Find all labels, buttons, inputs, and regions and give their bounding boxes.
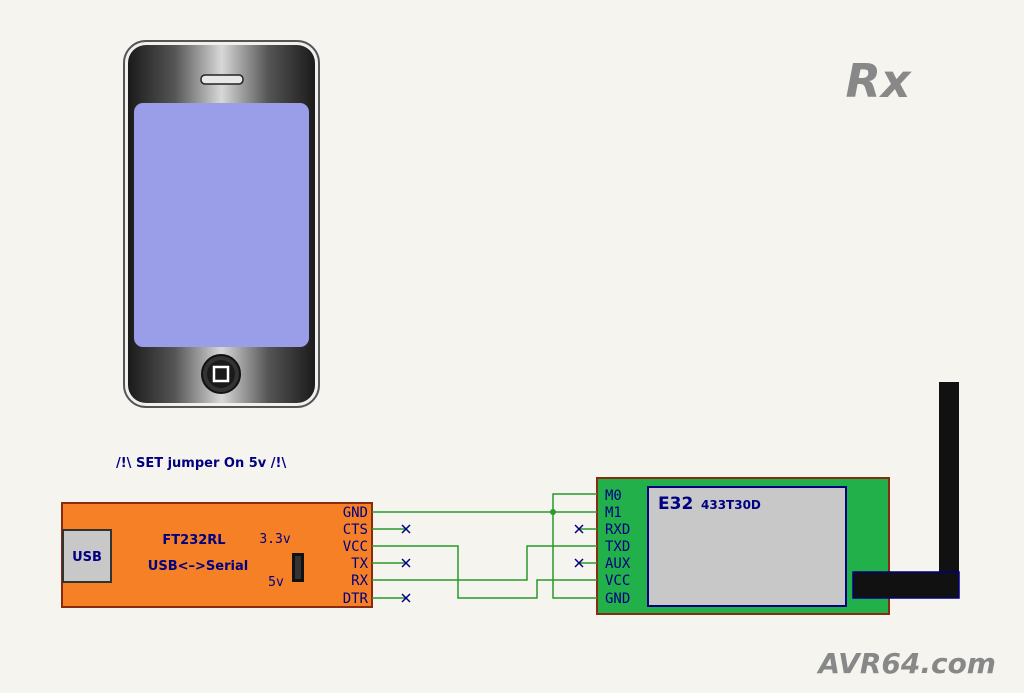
ft232-pin-cts: CTS xyxy=(343,522,368,538)
phone-screen xyxy=(134,103,309,347)
e32-name: E32 xyxy=(658,494,693,514)
antenna-vertical xyxy=(939,382,959,598)
smartphone xyxy=(123,40,320,408)
ft232-board: USB FT232RL USB<–>Serial 3.3v 5v GND CTS… xyxy=(61,502,373,608)
nc-aux xyxy=(574,558,584,568)
ft232-subtitle: USB<–>Serial xyxy=(148,559,248,574)
usb-connector xyxy=(62,529,112,583)
e32-module: E32 433T30D M0 M1 RXD TXD AUX VCC GND xyxy=(596,477,890,615)
nc-dtr xyxy=(401,593,411,603)
brand-footer: AVR64.com xyxy=(816,647,996,680)
ft232-pin-rx: RX xyxy=(351,573,368,589)
wire-vcc xyxy=(372,545,597,599)
page-title: Rx xyxy=(845,54,911,108)
ft232-pin-vcc: VCC xyxy=(343,539,368,555)
nc-cts xyxy=(401,524,411,534)
antenna xyxy=(852,382,960,599)
e32-pin-m1: M1 xyxy=(605,505,622,521)
ft232-name: FT232RL xyxy=(162,533,225,548)
e32-pin-gnd: GND xyxy=(605,591,630,607)
wire-m1-e32gnd xyxy=(552,512,597,599)
jumper-warning: /!\ SET jumper On 5v /!\ xyxy=(116,456,286,471)
wire-rx-txd xyxy=(372,545,597,581)
ft232-pin-gnd: GND xyxy=(343,505,368,521)
e32-pin-m0: M0 xyxy=(605,488,622,504)
home-square-icon xyxy=(212,365,230,383)
jumper-highlight xyxy=(295,556,301,579)
nc-rxd xyxy=(574,524,584,534)
jumper-label-5v: 5v xyxy=(268,575,284,590)
e32-pin-rxd: RXD xyxy=(605,522,630,538)
ft232-pin-tx: TX xyxy=(351,556,368,572)
no-connect-marks xyxy=(401,524,584,603)
wires xyxy=(372,493,597,599)
antenna-base xyxy=(852,571,960,599)
nc-tx xyxy=(401,558,411,568)
e32-pin-vcc: VCC xyxy=(605,573,630,589)
e32-pin-txd: TXD xyxy=(605,539,630,555)
e32-shield xyxy=(647,486,847,607)
wire-m0 xyxy=(552,493,597,512)
ft232-pin-dtr: DTR xyxy=(343,591,369,607)
e32-model: 433T30D xyxy=(701,498,761,512)
jumper-label-3v3: 3.3v xyxy=(259,532,290,547)
usb-label: USB xyxy=(72,550,102,565)
junction-dot xyxy=(550,509,556,515)
speaker-slot xyxy=(200,74,244,85)
e32-pin-aux: AUX xyxy=(605,556,631,572)
